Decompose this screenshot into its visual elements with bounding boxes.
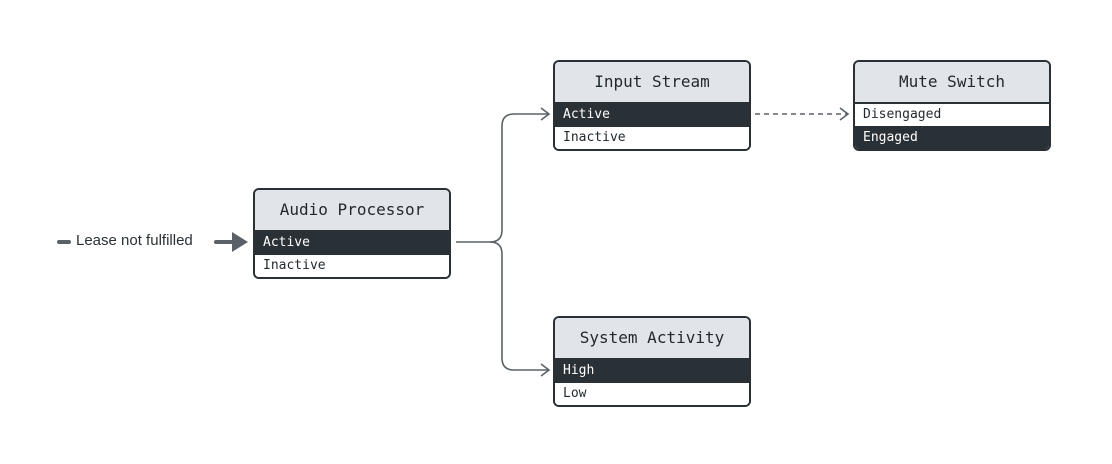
state-item: Active bbox=[255, 232, 449, 254]
node-system-activity: System Activity High Low bbox=[553, 316, 751, 407]
node-title: Mute Switch bbox=[855, 62, 1049, 104]
state-item: Inactive bbox=[255, 254, 449, 277]
edge-to-system-activity bbox=[489, 241, 549, 371]
arrowhead-system-activity bbox=[540, 363, 551, 377]
entry-label: Lease not fulfilled bbox=[76, 232, 193, 249]
state-item: Disengaged bbox=[855, 104, 1049, 126]
edge-to-input-stream bbox=[456, 113, 549, 243]
arrowhead-mute-switch bbox=[839, 107, 850, 121]
state-item: Engaged bbox=[855, 126, 1049, 149]
state-item: Active bbox=[555, 104, 749, 126]
node-input-stream: Input Stream Active Inactive bbox=[553, 60, 751, 151]
arrowhead-input-stream bbox=[540, 107, 551, 121]
node-audio-processor: Audio Processor Active Inactive bbox=[253, 188, 451, 279]
node-mute-switch: Mute Switch Disengaged Engaged bbox=[853, 60, 1051, 151]
state-item: Low bbox=[555, 382, 749, 405]
state-item: Inactive bbox=[555, 126, 749, 149]
node-title: Audio Processor bbox=[255, 190, 449, 232]
node-title: System Activity bbox=[555, 318, 749, 360]
entry-arrow-head bbox=[232, 232, 248, 252]
state-item: High bbox=[555, 360, 749, 382]
node-title: Input Stream bbox=[555, 62, 749, 104]
